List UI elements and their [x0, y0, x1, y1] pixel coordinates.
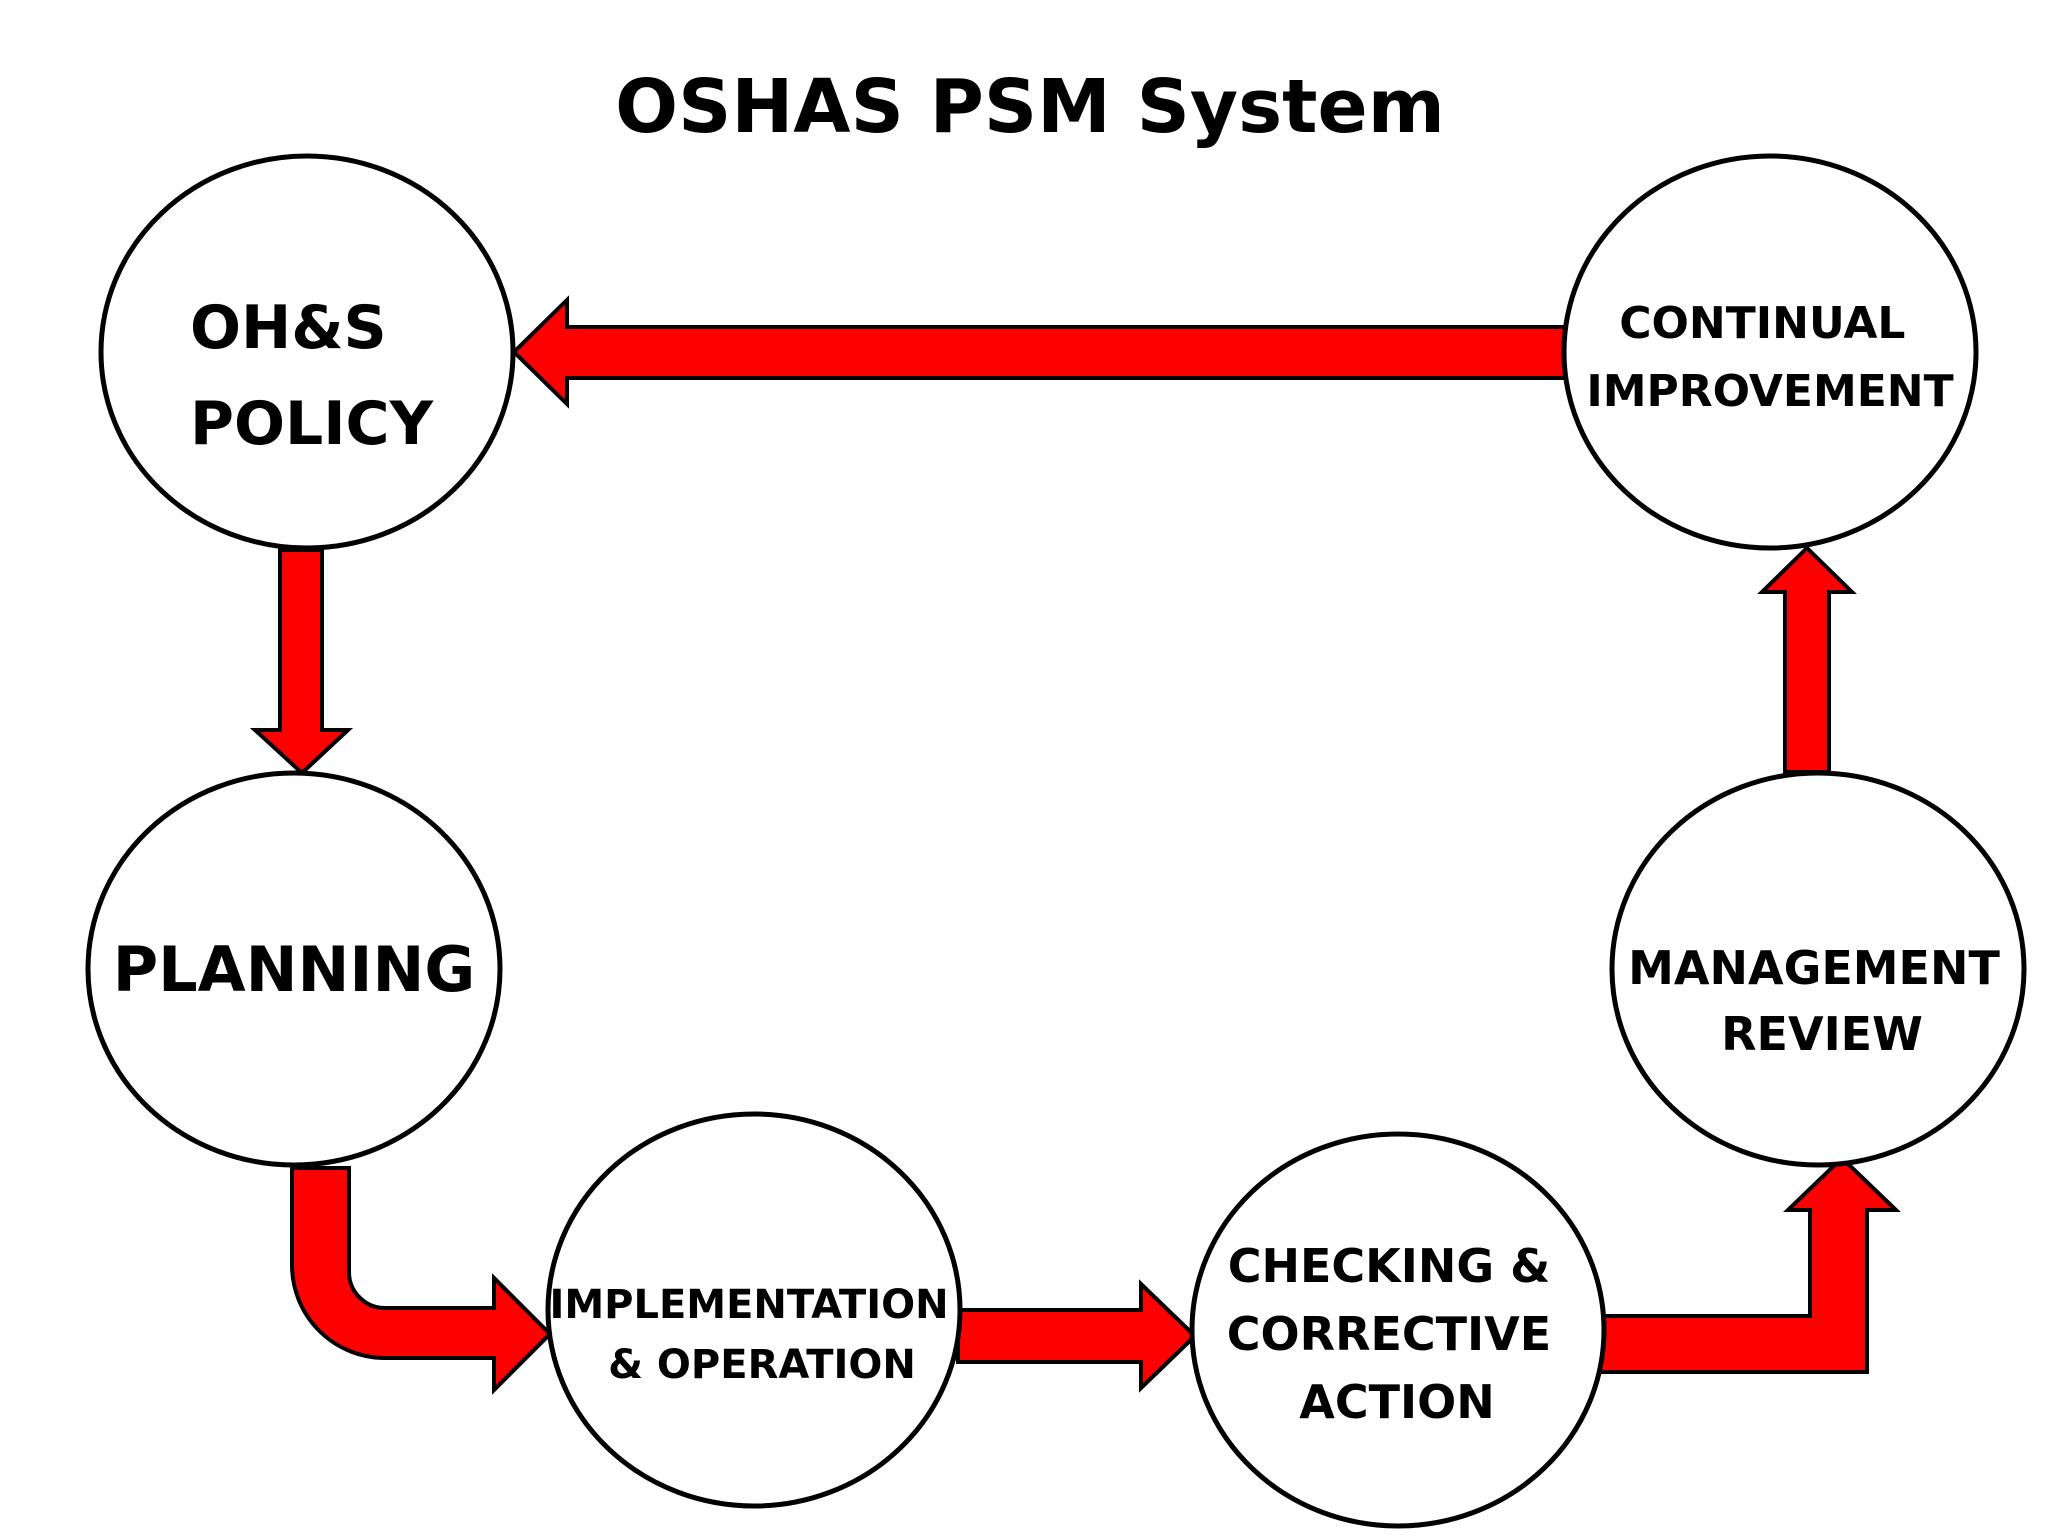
node-implementation-label: IMPLEMENTATION & OPERATION — [549, 1282, 962, 1388]
node-implementation: IMPLEMENTATION & OPERATION — [545, 1111, 963, 1509]
node-checking: CHECKING & CORRECTIVE ACTION — [1189, 1131, 1607, 1529]
node-policy-circle — [98, 153, 516, 551]
node-checking-circle — [1189, 1131, 1607, 1529]
node-checking-line-3: ACTION — [1299, 1375, 1494, 1429]
node-implementation-line-2: & OPERATION — [608, 1342, 916, 1388]
node-improvement-label: CONTINUAL IMPROVEMENT — [1586, 298, 1953, 417]
node-improvement: CONTINUAL IMPROVEMENT — [1561, 153, 1979, 551]
node-review-circle — [1609, 770, 2027, 1168]
node-checking-line-2: CORRECTIVE — [1227, 1307, 1551, 1361]
node-review-line-2: REVIEW — [1721, 1007, 1923, 1061]
node-review: MANAGEMENT REVIEW — [1609, 770, 2027, 1168]
node-implementation-circle — [545, 1111, 963, 1509]
arrow-implementation-to-checking — [956, 1279, 1198, 1393]
node-planning-label: PLANNING — [113, 933, 476, 1006]
node-review-line-1: MANAGEMENT — [1628, 941, 2000, 995]
node-review-label: MANAGEMENT REVIEW — [1628, 941, 2016, 1061]
node-improvement-line-2: IMPROVEMENT — [1586, 366, 1953, 417]
node-policy: OH&S POLICY — [98, 153, 516, 551]
process-nodes: OH&S POLICY PLANNING IMPLEMENTATION & OP… — [85, 153, 2027, 1529]
flow-arrows — [249, 295, 1901, 1395]
node-checking-label: CHECKING & CORRECTIVE ACTION — [1227, 1239, 1567, 1429]
node-planning-circle — [85, 770, 503, 1168]
node-improvement-circle — [1561, 153, 1979, 551]
arrow-review-to-improvement — [1757, 545, 1857, 774]
node-policy-line-2: POLICY — [190, 389, 435, 459]
arrow-planning-to-implementation — [290, 1166, 553, 1395]
node-planning: PLANNING — [85, 770, 503, 1168]
node-checking-line-1: CHECKING & — [1228, 1239, 1551, 1293]
node-implementation-line-1: IMPLEMENTATION — [549, 1282, 948, 1328]
arrow-checking-to-review — [1598, 1155, 1901, 1374]
arrow-policy-to-planning — [249, 548, 354, 776]
node-planning-line-1: PLANNING — [113, 933, 476, 1006]
arrow-improvement-to-policy — [511, 295, 1568, 409]
node-improvement-line-1: CONTINUAL — [1619, 298, 1905, 349]
node-policy-line-1: OH&S — [190, 293, 387, 363]
node-policy-label: OH&S POLICY — [190, 293, 435, 459]
diagram-title: OSHAS PSM System — [615, 64, 1445, 150]
